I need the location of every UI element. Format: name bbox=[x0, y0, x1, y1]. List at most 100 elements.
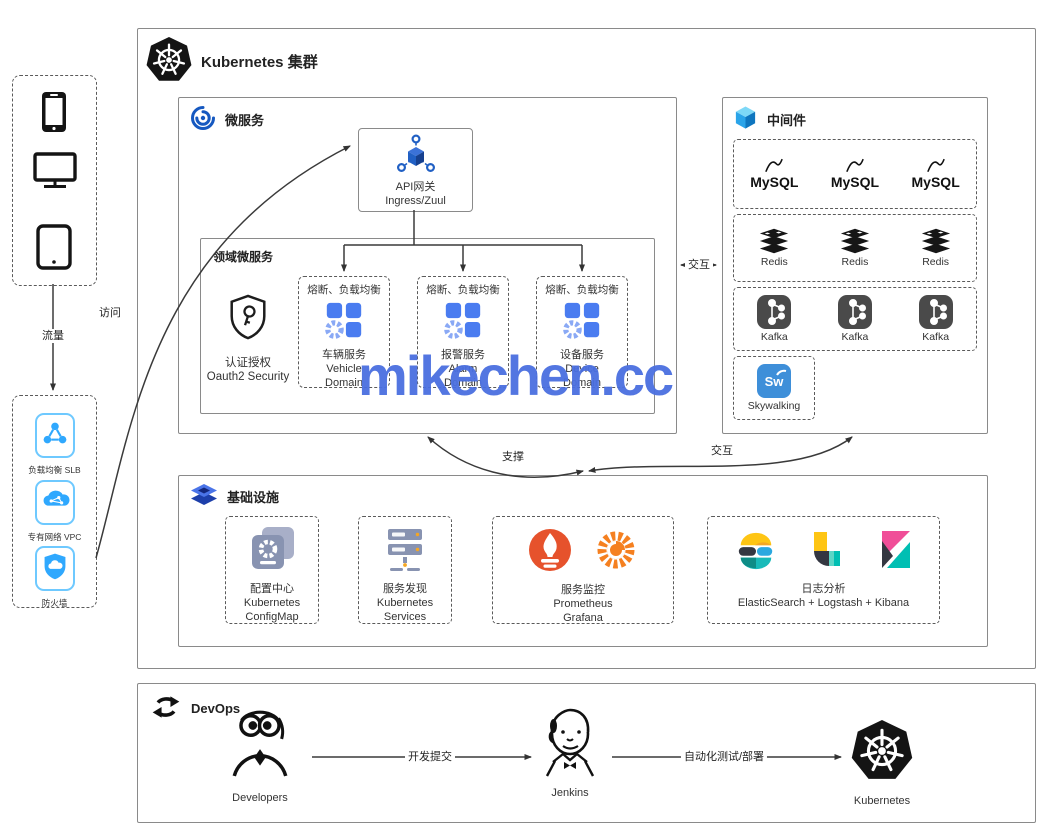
interact-bottom-label: 交互 bbox=[708, 444, 736, 458]
services-icon bbox=[380, 525, 430, 578]
devops-box bbox=[137, 683, 1036, 823]
elasticsearch-icon bbox=[734, 529, 778, 576]
mysql-node: MySQL bbox=[750, 158, 798, 190]
devops-loop-icon bbox=[150, 694, 182, 723]
service-name-en2: Domain bbox=[444, 377, 482, 389]
smartphone-icon bbox=[39, 90, 69, 139]
config-label2: Kubernetes bbox=[243, 597, 301, 609]
service-name-en: Alarm bbox=[448, 363, 478, 375]
log-analysis-box: 日志分析 ElasticSearch + Logstash + Kibana bbox=[707, 516, 940, 624]
kafka-cluster-box: Kafka Kafka Kafka bbox=[733, 287, 977, 351]
devops-title: DevOps bbox=[191, 701, 241, 716]
support-label: 支撑 bbox=[499, 450, 527, 464]
api-gateway-node: API网关 Ingress/Zuul bbox=[358, 128, 473, 212]
microservice-app-icon bbox=[561, 300, 603, 347]
skywalking-box: Sw Skywalking bbox=[733, 356, 815, 420]
developers-node: Developers bbox=[210, 708, 310, 805]
api-gateway-sublabel: Ingress/Zuul bbox=[385, 195, 446, 207]
mysql-dolphin-icon bbox=[846, 158, 864, 172]
redis-icon bbox=[760, 228, 789, 254]
kubernetes-logo-icon bbox=[145, 35, 193, 88]
jenkins-label: Jenkins bbox=[551, 787, 589, 799]
kafka-node: Kafka bbox=[918, 295, 953, 343]
config-label: 配置中心 bbox=[250, 583, 294, 595]
api-gateway-label: API网关 bbox=[395, 181, 436, 193]
service-discovery-box: 服务发现 Kubernetes Services bbox=[358, 516, 452, 624]
circuit-breaker-badge: 熔断、负载均衡 bbox=[545, 284, 619, 296]
infrastructure-title: 基础设施 bbox=[227, 490, 280, 505]
microservices-title: 微服务 bbox=[225, 113, 265, 128]
edge-item-label: 负载均衡 SLB bbox=[28, 465, 81, 475]
redis-icon bbox=[921, 228, 950, 254]
kafka-icon bbox=[837, 295, 872, 329]
config-center-box: 配置中心 Kubernetes ConfigMap bbox=[225, 516, 319, 624]
access-label: 访问 bbox=[96, 306, 124, 320]
commit-label: 开发提交 bbox=[405, 750, 455, 764]
redis-node: Redis bbox=[758, 228, 790, 268]
circuit-breaker-badge: 熔断、负载均衡 bbox=[426, 284, 500, 296]
infrastructure-icon bbox=[190, 483, 218, 510]
service-node-device: 熔断、负载均衡 设备服务 Device Domain bbox=[536, 276, 628, 389]
traffic-label: 流量 bbox=[39, 329, 67, 343]
discovery-label: 服务发现 bbox=[383, 583, 427, 595]
skywalking-icon: Sw bbox=[757, 364, 791, 398]
skywalking-node: Sw Skywalking bbox=[748, 364, 800, 412]
service-name-en: Device bbox=[565, 363, 599, 375]
middleware-header: 中间件 bbox=[733, 105, 806, 134]
mysql-cluster-box: MySQL MySQL MySQL bbox=[733, 139, 977, 209]
api-gateway-icon bbox=[394, 133, 438, 180]
microservices-icon bbox=[190, 105, 216, 134]
edge-item-label: 防火墙 bbox=[41, 598, 68, 608]
load-balancer-icon bbox=[34, 413, 75, 458]
service-name-en: Vehicle bbox=[326, 363, 362, 375]
microservice-app-icon bbox=[323, 300, 365, 347]
middleware-title: 中间件 bbox=[767, 113, 807, 128]
monitoring-label2: Prometheus bbox=[553, 598, 613, 610]
auth-node: 认证授权 Oauth2 Security bbox=[192, 293, 304, 384]
kafka-icon bbox=[918, 295, 953, 329]
service-name-cn: 设备服务 bbox=[560, 349, 604, 361]
log-label2: ElasticSearch + Logstash + Kibana bbox=[737, 597, 910, 609]
config-label3: ConfigMap bbox=[245, 611, 299, 623]
redis-node: Redis bbox=[920, 228, 952, 268]
tablet-icon bbox=[35, 224, 73, 275]
oauth-shield-icon bbox=[225, 293, 271, 348]
kafka-icon bbox=[757, 295, 792, 329]
middleware-icon bbox=[733, 105, 758, 134]
monitoring-box: 服务监控 Prometheus Grafana bbox=[492, 516, 674, 624]
discovery-label2: Kubernetes bbox=[376, 597, 434, 609]
service-name-cn: 报警服务 bbox=[441, 349, 485, 361]
jenkins-icon bbox=[541, 706, 599, 783]
discovery-label3: Services bbox=[383, 611, 427, 623]
edge-box: 负载均衡 SLB 专有网络 VPC 防火墙 bbox=[12, 395, 97, 608]
grafana-icon bbox=[593, 527, 639, 578]
mysql-dolphin-icon bbox=[926, 158, 945, 172]
cluster-title: Kubernetes 集群 bbox=[201, 54, 318, 71]
kubernetes-node: Kubernetes bbox=[832, 718, 932, 808]
watermark: mikechen.cc bbox=[358, 344, 674, 407]
auth-sublabel: Oauth2 Security bbox=[206, 371, 290, 383]
kafka-node: Kafka bbox=[757, 295, 792, 343]
redis-icon bbox=[840, 228, 870, 254]
microservice-app-icon bbox=[442, 300, 484, 347]
mysql-node: MySQL bbox=[912, 158, 960, 190]
service-name-en2: Domain bbox=[563, 377, 601, 389]
kafka-node: Kafka bbox=[837, 295, 872, 343]
mysql-dolphin-icon bbox=[765, 158, 783, 172]
auth-label: 认证授权 bbox=[225, 357, 271, 369]
log-label: 日志分析 bbox=[801, 583, 846, 595]
configmap-icon bbox=[247, 525, 297, 578]
monitor-icon bbox=[32, 152, 78, 195]
redis-node: Redis bbox=[839, 228, 871, 268]
deploy-label: 自动化测试/部署 bbox=[680, 750, 768, 764]
monitoring-label3: Grafana bbox=[563, 612, 603, 624]
firewall-icon bbox=[34, 546, 75, 591]
infrastructure-header: 基础设施 bbox=[190, 483, 279, 510]
middleware-box bbox=[722, 97, 988, 434]
devops-header: DevOps bbox=[150, 694, 240, 723]
logstash-icon bbox=[806, 529, 846, 576]
clients-box bbox=[12, 75, 97, 286]
edge-item-label: 专有网络 VPC bbox=[27, 532, 82, 542]
kubernetes-label: Kubernetes bbox=[853, 795, 911, 807]
